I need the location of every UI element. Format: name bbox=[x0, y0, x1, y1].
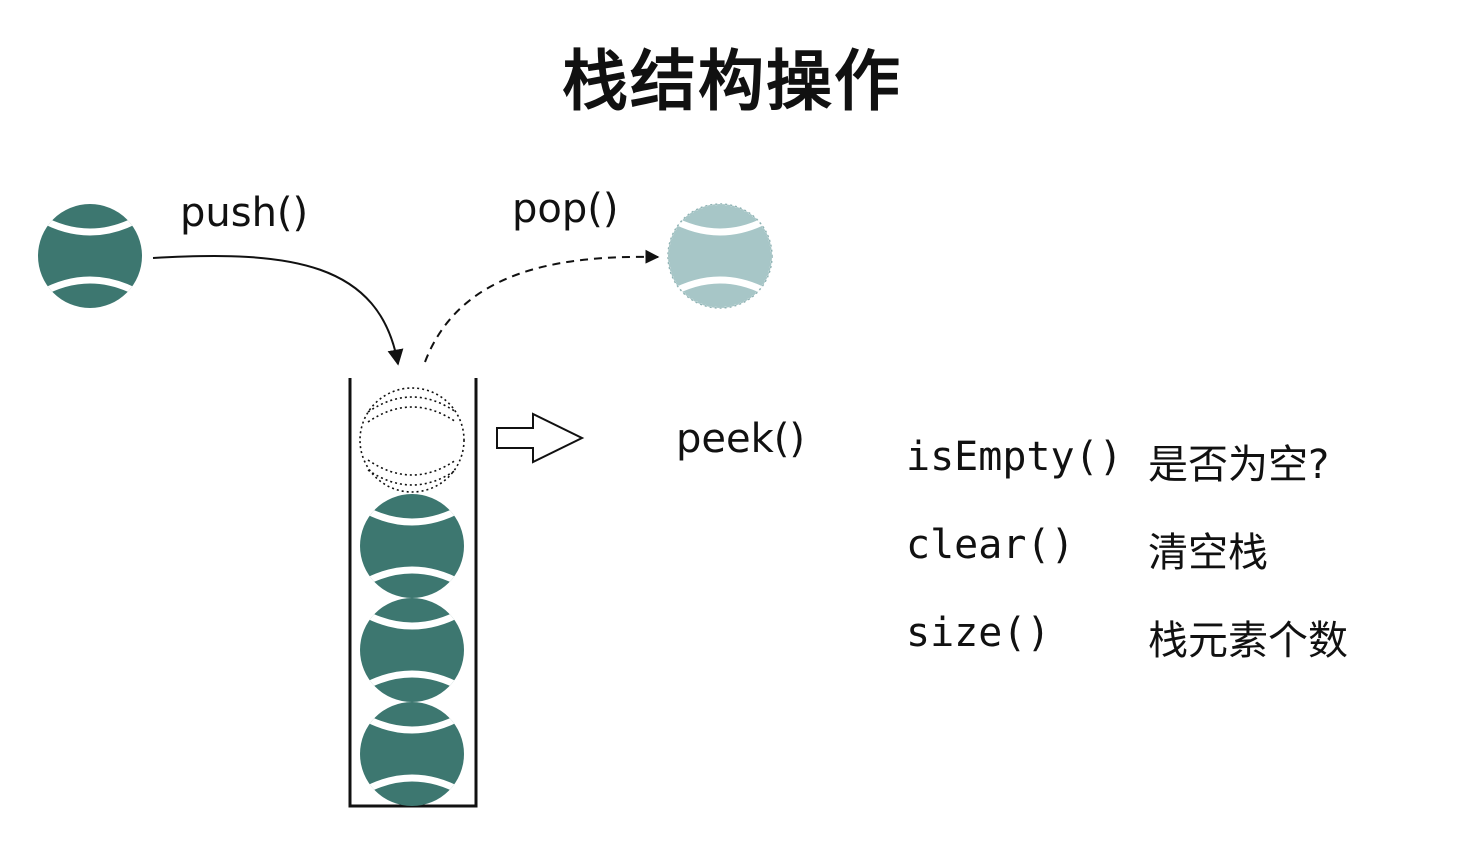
stack-container bbox=[348, 378, 478, 808]
stack-ball-icon bbox=[360, 494, 464, 598]
push-arrow bbox=[152, 254, 404, 366]
method-name-clear: clear() bbox=[906, 522, 1075, 568]
method-desc-clear: 清空栈 bbox=[1148, 530, 1268, 576]
method-desc-isempty: 是否为空? bbox=[1148, 442, 1330, 488]
peek-arrow-icon bbox=[496, 412, 585, 464]
push-label: push() bbox=[180, 190, 309, 236]
method-desc-size: 栈元素个数 bbox=[1148, 618, 1348, 664]
peek-label: peek() bbox=[676, 416, 805, 462]
pop-label: pop() bbox=[512, 186, 619, 232]
method-name-size: size() bbox=[906, 610, 1051, 656]
ghost-ball-icon bbox=[359, 387, 465, 493]
method-name-isempty: isEmpty() bbox=[906, 434, 1123, 480]
push-ball-icon bbox=[38, 204, 142, 308]
stack-ball-icon bbox=[360, 702, 464, 806]
stack-ball-icon bbox=[360, 598, 464, 702]
popped-ball-icon bbox=[667, 203, 773, 309]
pop-arrow bbox=[424, 249, 660, 363]
page-title: 栈结构操作 bbox=[562, 43, 902, 120]
